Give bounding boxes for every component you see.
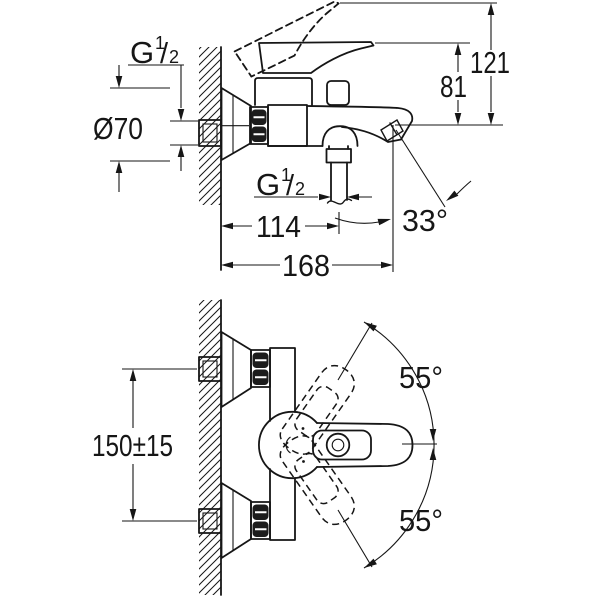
cartridge-cap xyxy=(254,77,313,106)
dim-hose-thread: G 1 / 2 xyxy=(254,165,372,202)
supply-union xyxy=(198,119,222,147)
label-hose-offset: 114 xyxy=(256,209,301,244)
lever-handle xyxy=(258,41,375,74)
hose-outlet-tube xyxy=(330,161,348,201)
handle-button-inner xyxy=(331,438,345,452)
cartridge-dome xyxy=(258,410,318,480)
dim-overall-depth: 168 xyxy=(221,125,394,283)
handle-button xyxy=(325,432,351,458)
mixer-body-bar xyxy=(269,347,296,541)
nut-highlight xyxy=(253,116,265,136)
supply-union-inner xyxy=(202,123,218,143)
supply-union-lower xyxy=(198,508,222,534)
label-swing-up: 55° xyxy=(399,360,443,395)
label-inlet-spacing: 150±15 xyxy=(92,428,173,463)
lever-handle-raised-dashed xyxy=(233,0,352,80)
spout-top xyxy=(306,105,414,141)
dim-spout-angle: 33° xyxy=(334,129,472,238)
dim-escutcheon-diameter: Ø70 xyxy=(93,65,170,192)
lever-handle-plan xyxy=(316,422,414,468)
supply-union-lower-inner xyxy=(202,512,218,530)
nut-upper-highlight xyxy=(255,359,267,379)
label-swing-down: 55° xyxy=(399,503,443,538)
aerator xyxy=(380,119,404,142)
hose-outlet-flange xyxy=(325,148,352,164)
dim-heights: 121 81 xyxy=(340,2,510,126)
dim-hose-offset: 114 xyxy=(221,209,340,244)
escutcheon-lower xyxy=(220,482,252,559)
handle-inner-outline xyxy=(312,429,372,461)
tube-break-line xyxy=(326,198,353,205)
dome-screw-dot-2 xyxy=(302,460,305,463)
dim-swing-angles: 55° 55° xyxy=(337,321,443,569)
diverter-knob xyxy=(326,80,350,106)
mixer-body xyxy=(267,104,308,147)
label-spout-angle: 33° xyxy=(402,203,448,238)
wall-hatching-plan xyxy=(199,300,221,595)
dim-inlet-spacing: 150±15 xyxy=(92,368,197,522)
dome-screw-dot-1 xyxy=(301,427,305,430)
label-hose-thread: G 1 / 2 xyxy=(256,165,305,202)
handle-swung-up-dashed xyxy=(274,358,362,461)
hose-outlet-dome xyxy=(321,125,359,147)
dome-marking xyxy=(285,436,291,454)
supply-union-upper xyxy=(198,356,222,382)
dim-wall-thread: G 1 / 2 xyxy=(128,33,198,171)
label-wall-thread: G 1 / 2 xyxy=(130,33,179,70)
label-overall-depth: 168 xyxy=(282,248,330,283)
label-escutcheon-diameter: Ø70 xyxy=(93,111,143,146)
side-view: G 1 / 2 Ø70 121 81 xyxy=(93,0,510,283)
wall-hatching xyxy=(199,47,221,205)
nut-lower-highlight xyxy=(255,511,267,531)
handle-swung-down-dashed xyxy=(274,429,362,532)
label-handle-height: 81 xyxy=(440,69,467,104)
escutcheon xyxy=(220,87,252,161)
label-overall-height: 121 xyxy=(470,45,510,80)
plan-view: 55° 55° 150±15 xyxy=(92,299,443,596)
supply-union-upper-inner xyxy=(202,360,218,378)
escutcheon-upper xyxy=(220,331,252,408)
